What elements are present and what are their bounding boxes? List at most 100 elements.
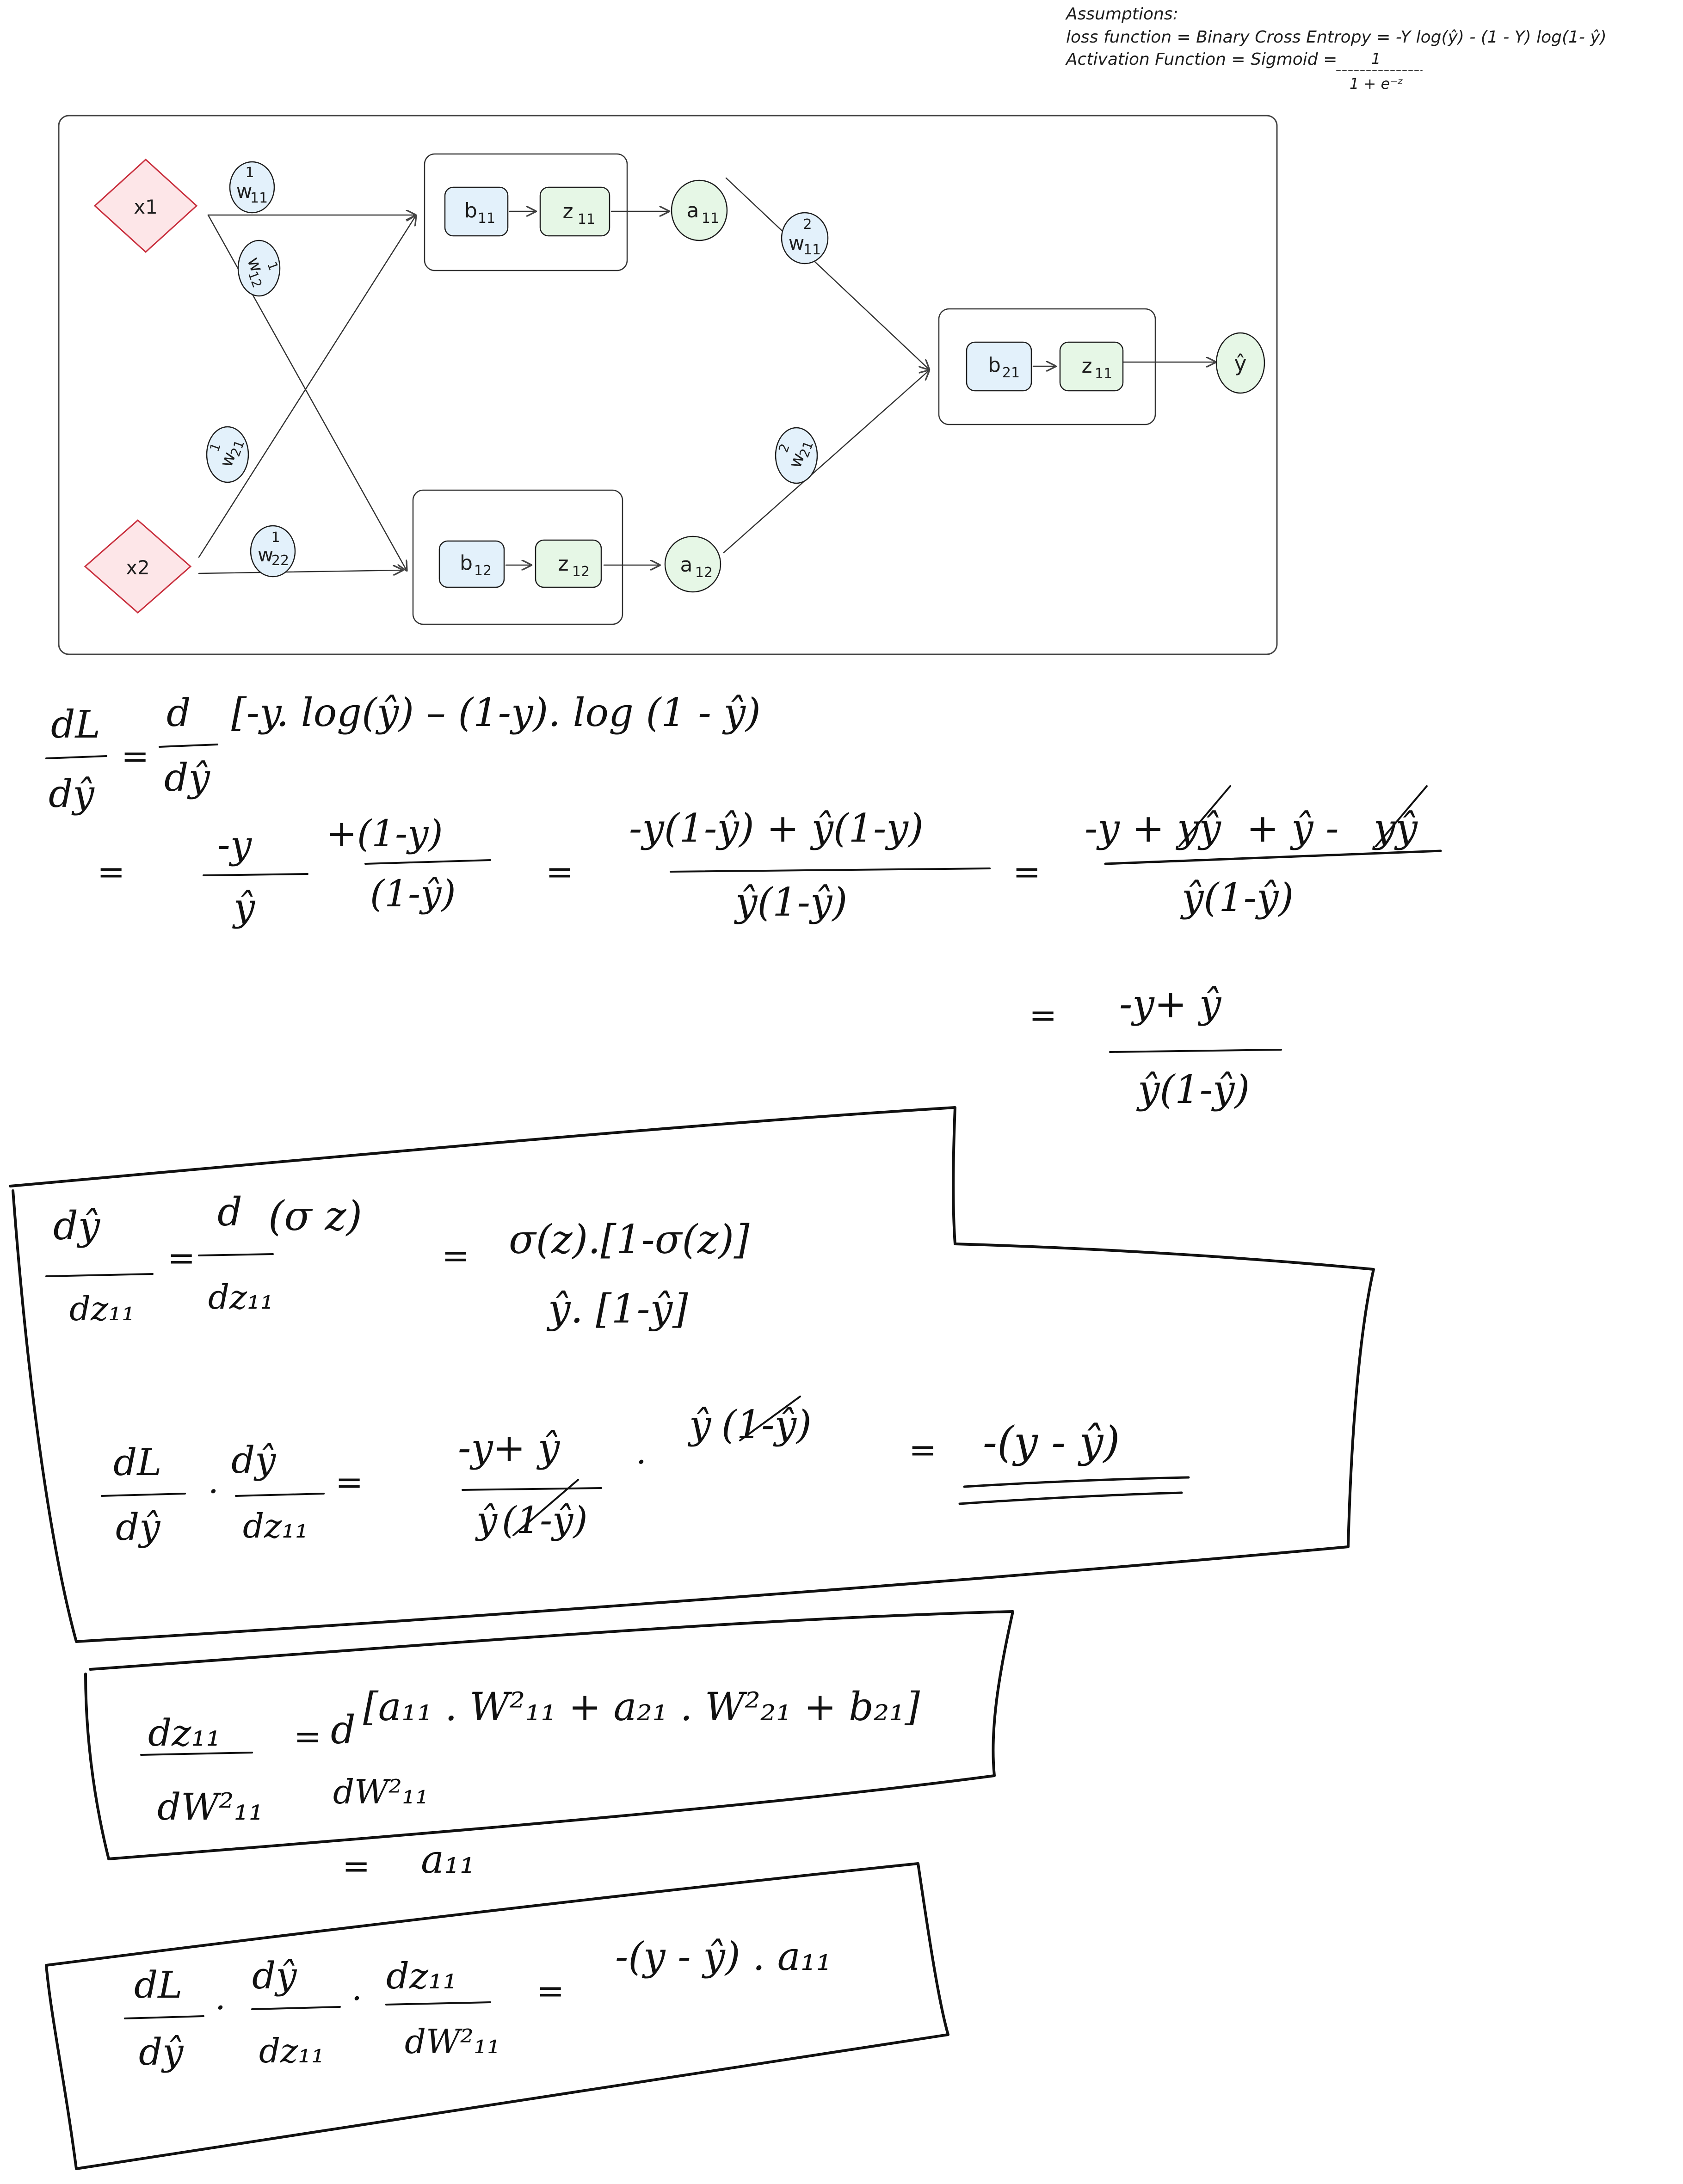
input-node-x1: x1 [93,158,198,253]
activation-function-line: Activation Function = Sigmoid = [1065,50,1337,69]
weight-w2-11: 2 w 11 [781,212,829,265]
svg-text:dz₁₁: dz₁₁ [148,1711,221,1754]
svg-text:-(y - ŷ) . a₁₁: -(y - ŷ) . a₁₁ [615,1934,832,1979]
preactivation-z11 [539,186,610,237]
svg-text:1: 1 [245,165,254,181]
svg-text:12: 12 [695,565,713,581]
svg-text:·: · [208,1472,219,1511]
svg-text:dŷ: dŷ [231,1439,277,1482]
svg-text:=: = [121,737,149,775]
svg-text:11: 11 [478,210,495,227]
edge-x2-to-n11 [198,215,416,558]
svg-text:22: 22 [271,553,289,569]
edge-a12-to-n21 [723,370,930,554]
svg-text:ŷ. [1-ŷ]: ŷ. [1-ŷ] [546,1286,688,1332]
svg-text:=: = [294,1717,321,1756]
svg-text:.: . [215,1978,226,2017]
svg-text:z: z [558,552,568,576]
svg-text:dŷ: dŷ [164,756,210,800]
svg-text:-y+ ŷ: -y+ ŷ [458,1425,561,1470]
svg-text:ŷ: ŷ [1234,351,1246,376]
assumptions-block: Assumptions: loss function = Binary Cros… [1065,5,1607,92]
svg-text:1: 1 [271,529,280,546]
assumptions-heading: Assumptions: [1065,5,1178,24]
svg-text:ŷ(1-ŷ): ŷ(1-ŷ) [1180,875,1294,920]
svg-text:b: b [464,199,477,222]
svg-text:21: 21 [1002,365,1020,381]
output-yhat-node: ŷ [1215,332,1265,394]
svg-text:dz₁₁: dz₁₁ [259,2031,325,2070]
loss-function-line: loss function = Binary Cross Entropy = -… [1066,28,1607,47]
svg-text:σ(z).[1-σ(z)]: σ(z).[1-σ(z)] [509,1217,750,1263]
sigmoid-numerator: 1 [1371,50,1381,68]
svg-text:dŷ: dŷ [53,1203,101,1249]
svg-text:ŷ: ŷ [475,1499,498,1542]
svg-text:(1-ŷ): (1-ŷ) [502,1499,588,1542]
svg-text:dW²₁₁: dW²₁₁ [405,2022,500,2061]
box-chain-rule-result: dL dŷ . dŷ dz₁₁ . dz₁₁ dW²₁₁ = -(y - ŷ) … [45,1862,949,2170]
svg-text:ŷ: ŷ [232,886,256,929]
svg-text:z: z [1081,354,1092,378]
svg-text:ŷ(1-ŷ): ŷ(1-ŷ) [734,880,847,925]
box-dz11-dw11: dz₁₁ dW²₁₁ = d dW²₁₁ [a₁₁ . W²₁₁ + a₂₁ .… [84,1610,1014,1885]
neuron-12-box: b 12 z 12 [412,489,661,625]
svg-text:a: a [680,553,693,577]
svg-text:dL: dL [113,1441,161,1484]
edge-a11-to-n21 [725,177,930,370]
svg-text:+(1-y): +(1-y) [326,812,443,855]
svg-text:[a₁₁ . W²₁₁ + a₂₁ . W²₂₁ + b₂₁: [a₁₁ . W²₁₁ + a₂₁ . W²₂₁ + b₂₁] [363,1684,920,1729]
svg-text:11: 11 [578,211,595,228]
input-x2-label: x2 [126,556,150,579]
svg-text:11: 11 [250,190,268,206]
svg-text:dŷ: dŷ [252,1954,297,1997]
svg-text:12: 12 [572,564,590,580]
svg-text:ŷ: ŷ [687,1402,712,1447]
svg-text:dŷ: dŷ [49,772,95,816]
svg-text:=: = [342,1846,370,1885]
svg-text:dW²₁₁: dW²₁₁ [157,1785,264,1828]
svg-text:a₁₁: a₁₁ [421,1837,475,1882]
svg-text:w: w [236,180,252,203]
svg-text:12: 12 [474,563,492,579]
preactivation-z21 [1059,341,1124,392]
svg-text:=: = [97,852,125,891]
activation-a11: a 11 [671,179,728,241]
bias-b11 [444,186,509,237]
weight-w1-21: 1 w 21 [206,426,249,483]
svg-text:11: 11 [1095,366,1112,382]
svg-text:[-y. log(ŷ) – (1-y). log (1 -: [-y. log(ŷ) – (1-y). log (1 - ŷ) [231,690,761,735]
svg-text:ŷ(1-ŷ): ŷ(1-ŷ) [1136,1067,1250,1112]
bias-b12 [438,540,505,588]
svg-text:=: = [909,1430,937,1469]
activation-a12: a 12 [664,535,721,593]
svg-text:dL: dL [134,1963,182,2006]
svg-text:dz₁₁: dz₁₁ [208,1278,274,1317]
svg-text:=: = [442,1236,469,1275]
svg-text:w: w [258,543,273,566]
svg-text:=: = [1013,852,1041,891]
box-dyhat-dz11: dŷ dz₁₁ = d dz₁₁ (σ z) = σ(z).[1-σ(z)] ŷ… [9,1106,1375,1643]
svg-text:+ ŷ -: + ŷ - [1246,806,1339,851]
preactivation-z12 [535,539,602,588]
svg-text:-y+ ŷ: -y+ ŷ [1119,981,1222,1027]
neural-network-diagram: x1 x2 1 w 11 1 w 12 1 w 21 [58,115,1278,655]
svg-text:(1-ŷ): (1-ŷ) [721,1402,812,1447]
svg-text:(1-ŷ): (1-ŷ) [370,872,456,915]
svg-text:dŷ: dŷ [139,2030,184,2073]
svg-text:(σ z): (σ z) [268,1192,362,1240]
derivation-dl-dyhat: dL dŷ = d dŷ [-y. log(ŷ) – (1-y). log (1… [45,690,1442,1112]
svg-text:dz₁₁: dz₁₁ [243,1507,308,1545]
svg-text:dŷ: dŷ [116,1506,161,1549]
svg-text:dz₁₁: dz₁₁ [386,1956,457,1997]
bias-b21 [966,341,1032,392]
svg-text:d: d [331,1707,356,1753]
svg-text:=: = [335,1463,363,1501]
weight-w2-21: 2 w 21 [775,427,818,484]
svg-text:.: . [351,1969,362,2008]
svg-text:a: a [687,199,699,222]
svg-text:d: d [166,691,191,735]
svg-text:.: . [636,1433,647,1471]
svg-text:2: 2 [803,216,812,233]
weight-w1-12: 1 w 12 [237,240,281,297]
